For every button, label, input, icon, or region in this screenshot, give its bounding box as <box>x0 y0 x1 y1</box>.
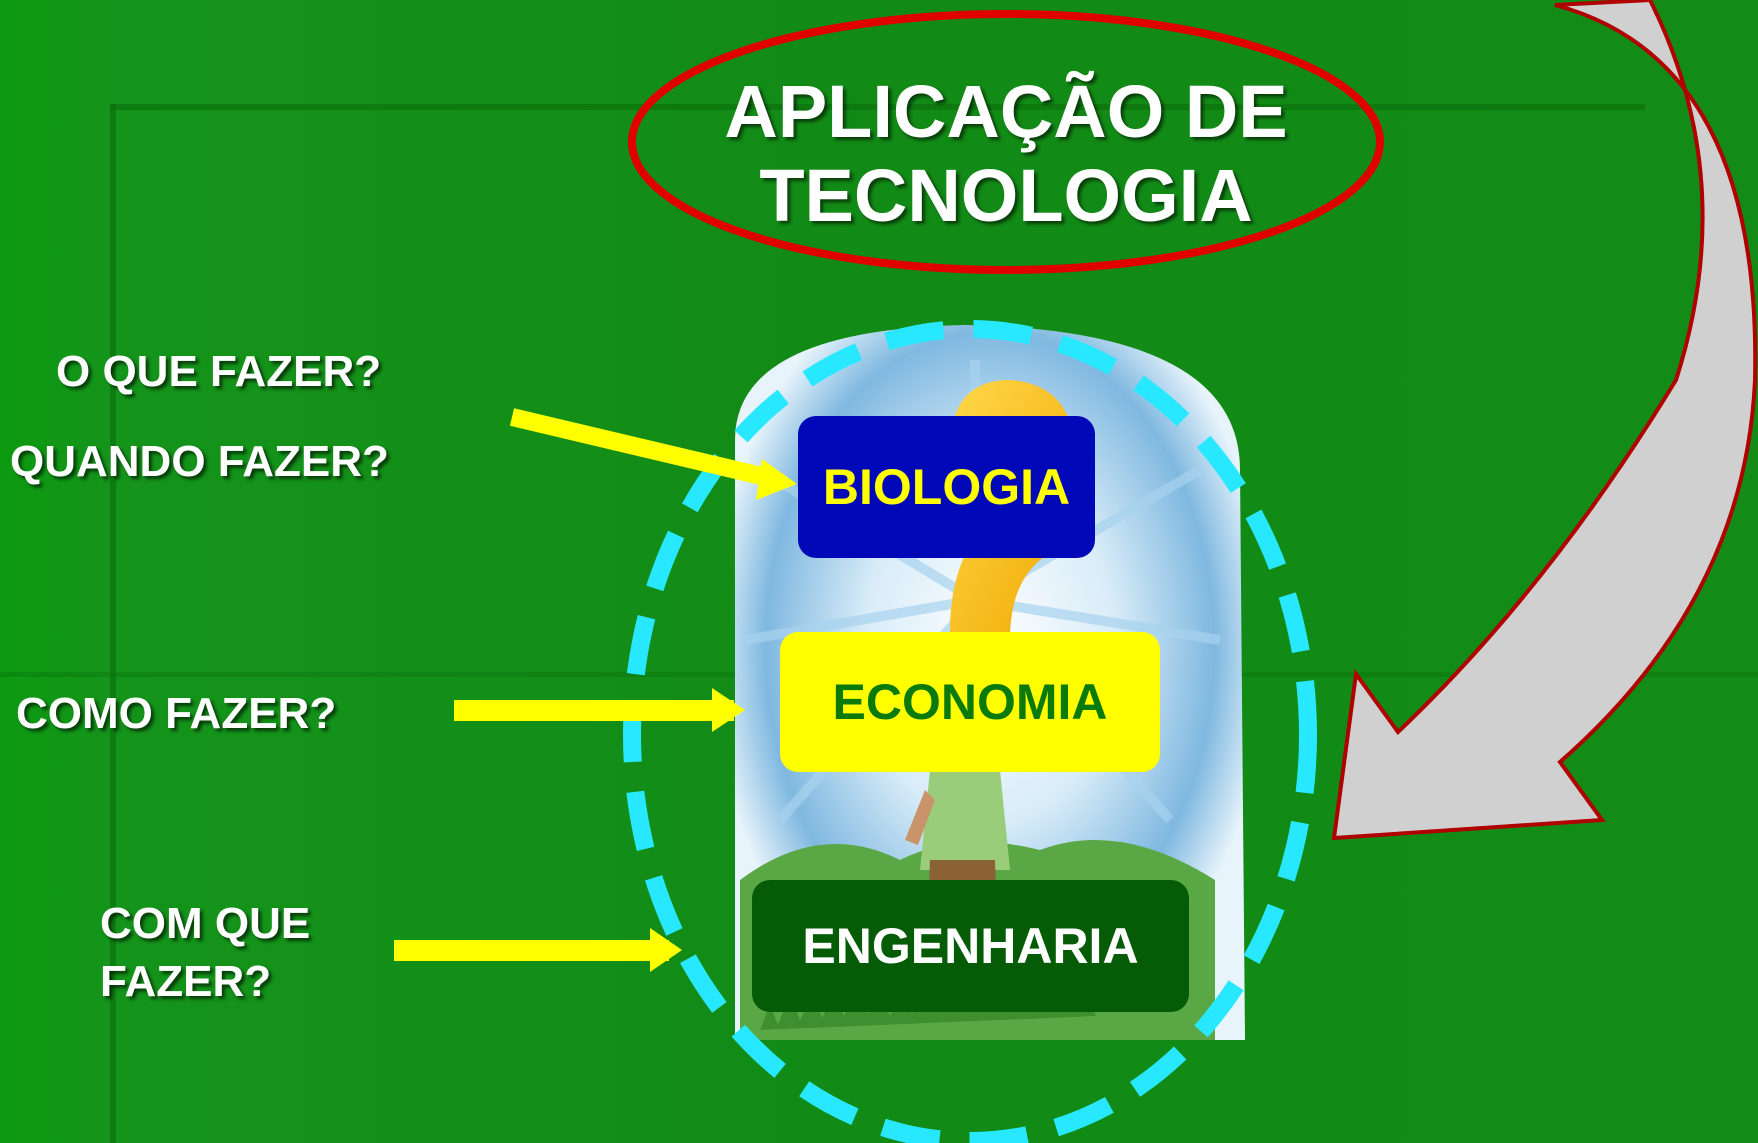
focus-dashed-ellipse <box>623 320 1317 1143</box>
arrow-with-what <box>394 928 682 972</box>
question-what: O QUE FAZER? <box>56 347 382 396</box>
arrow-what-when <box>509 408 797 500</box>
frame-line-left <box>110 104 116 1143</box>
box-biology: BIOLOGIA <box>798 416 1095 558</box>
box-economy-label: ECONOMIA <box>832 674 1108 730</box>
title-line-2: TECNOLOGIA <box>759 154 1253 237</box>
slide-title: APLICAÇÃO DE TECNOLOGIA <box>628 70 1384 238</box>
title-ellipse <box>628 10 1384 274</box>
box-economy: ECONOMIA <box>780 632 1160 772</box>
frame-line-top <box>110 104 1645 110</box>
question-with-what: COM QUE FAZER? <box>100 898 310 1008</box>
feedback-loop-arrow <box>1331 0 1758 841</box>
question-with-what-line-1: COM QUE <box>100 899 311 948</box>
box-biology-label: BIOLOGIA <box>822 459 1071 515</box>
question-with-what-line-2: FAZER? <box>100 957 272 1006</box>
title-group: APLICAÇÃO DE TECNOLOGIA <box>628 8 1384 276</box>
arrow-how <box>454 688 745 732</box>
question-when: QUANDO FAZER? <box>10 437 389 486</box>
question-how: COMO FAZER? <box>16 689 337 738</box>
box-engineering-label: ENGENHARIA <box>802 918 1139 974</box>
box-engineering: ENGENHARIA <box>752 880 1189 1012</box>
title-line-1: APLICAÇÃO DE <box>724 70 1288 153</box>
